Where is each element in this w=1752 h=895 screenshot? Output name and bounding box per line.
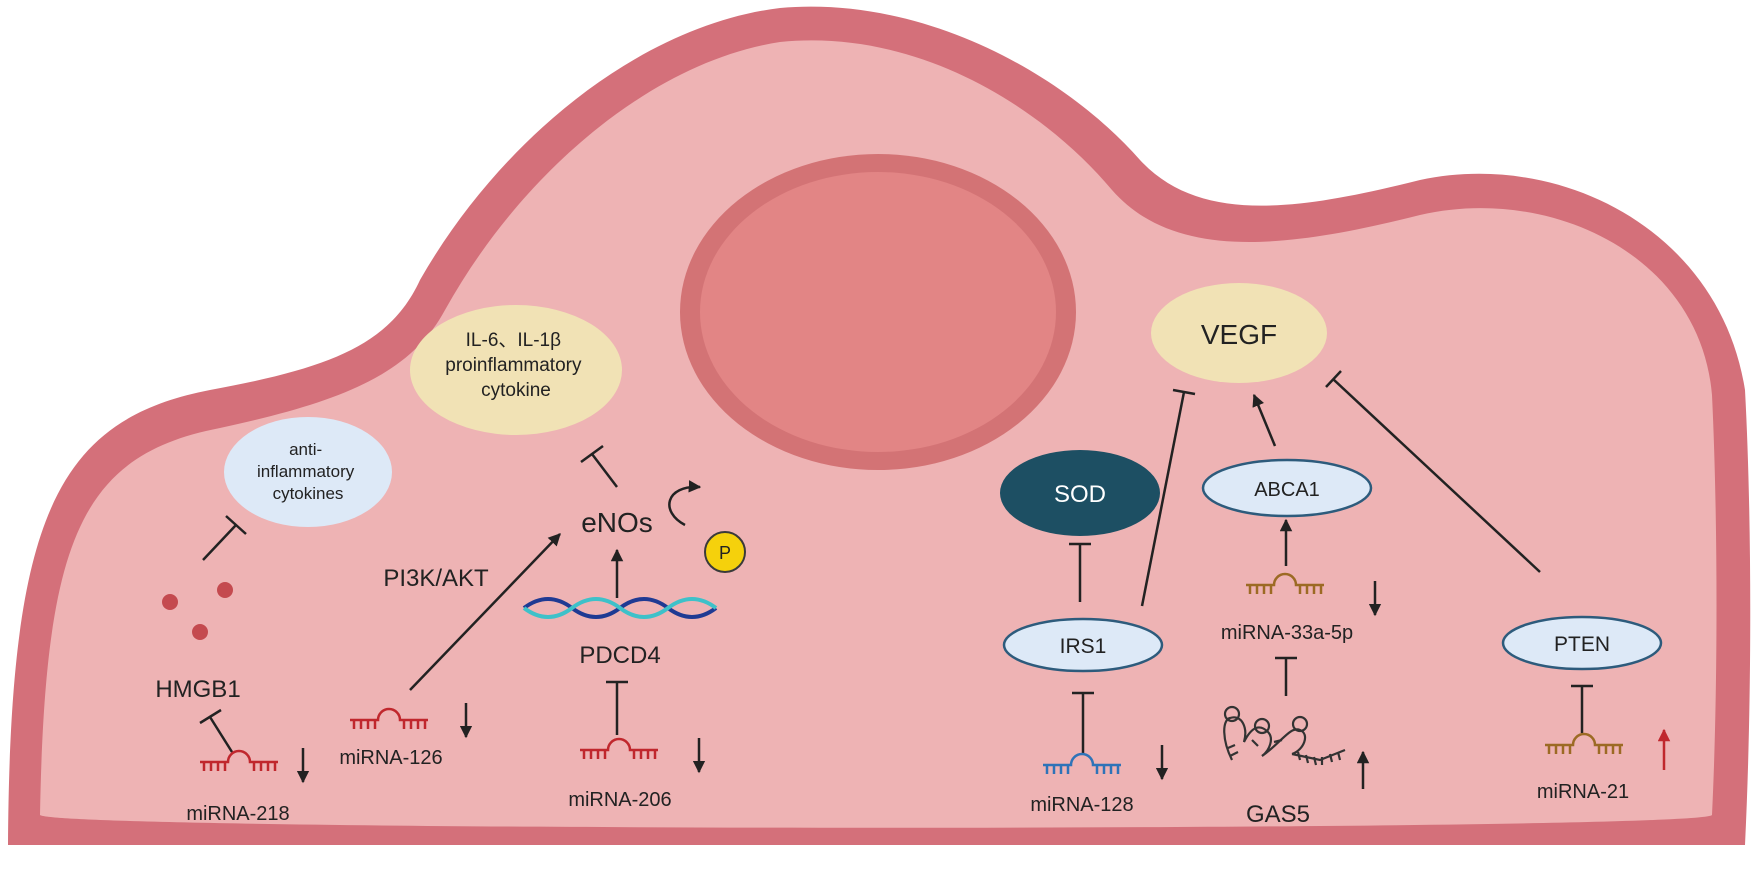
- irs1-node: [1002, 617, 1164, 673]
- hmgb1-dot: [217, 582, 233, 598]
- proinflammatory-line-1: IL-6、IL-1β: [466, 330, 561, 351]
- abca1-node: [1201, 458, 1373, 518]
- inhibit-pten-vegf: [1332, 378, 1541, 573]
- dna-helix-icon: [522, 597, 718, 619]
- mirna-126-icon: [350, 707, 428, 729]
- proinflammatory-line-2: proinflammatory: [445, 355, 582, 376]
- mirna-206-icon: [580, 737, 658, 759]
- mirna-33a-icon: [1246, 572, 1324, 594]
- inhibit-bar-hmgb1-anti: [225, 515, 247, 535]
- anti-inflammatory-cytokines-node: [224, 417, 392, 527]
- pdcd4-label: PDCD4: [579, 642, 660, 669]
- inhibit-hmgb1-anti: [202, 524, 237, 561]
- gas5-lncrna-icon: [1223, 705, 1346, 766]
- vegf-node: [1151, 283, 1327, 383]
- gas5-label: GAS5: [1246, 801, 1310, 828]
- sod-label: SOD: [1054, 481, 1106, 508]
- proinflammatory-cytokine-node: [410, 305, 622, 435]
- inhibit-bar-irs1-vegf: [1172, 388, 1196, 396]
- enos-label: eNOs: [581, 507, 653, 538]
- inhibit-m218-hmgb1: [208, 716, 234, 753]
- anti-inflammatory-line-2: inflammatory: [257, 462, 355, 481]
- hmgb1-label: HMGB1: [155, 676, 240, 703]
- pten-node: [1501, 615, 1663, 671]
- mirna-218-label: miRNA-218: [186, 803, 289, 825]
- vegf-label: VEGF: [1201, 319, 1277, 350]
- mirna-126-label: miRNA-126: [339, 747, 442, 769]
- mirna-206-label: miRNA-206: [568, 789, 671, 811]
- sod-node: [1000, 450, 1160, 536]
- phospho-label: P: [719, 543, 731, 563]
- inhibit-bar-m218-hmgb1: [199, 708, 222, 725]
- activate-abca1-vegf: [1252, 393, 1277, 447]
- phospho-node: [704, 531, 746, 573]
- inhibit-bar-enos-proinflammatory: [580, 444, 604, 464]
- mirna-21-icon: [1545, 732, 1623, 754]
- mirna-128-icon: [1043, 752, 1121, 774]
- anti-inflammatory-line-1: anti-: [289, 440, 322, 459]
- mirna-21-label: miRNA-21: [1537, 781, 1629, 803]
- mirna-128-label: miRNA-128: [1030, 794, 1133, 816]
- pi3k-akt-label: PI3K/AKT: [383, 565, 489, 592]
- inhibit-irs1-vegf: [1140, 391, 1186, 607]
- pten-label: PTEN: [1554, 633, 1610, 656]
- svg-text:IL-6、IL-1β proinflammatory: IL-6、IL-1β proinflammatory cytokine: [445, 330, 587, 401]
- hmgb1-dot: [192, 624, 208, 640]
- inhibit-enos-proinflammatory: [591, 453, 618, 488]
- activate-m126-enos: [409, 533, 561, 691]
- phosphorylation-arrow: [668, 480, 702, 527]
- inhibit-bar-pten-vegf: [1325, 370, 1342, 388]
- svg-text:anti- inflammatory cyt: anti- inflammatory cytokines: [257, 440, 359, 503]
- nucleus: [700, 172, 1056, 452]
- mirna-33a-label: miRNA-33a-5p: [1221, 622, 1353, 644]
- abca1-label: ABCA1: [1254, 479, 1320, 501]
- mirna-218-icon: [200, 749, 278, 771]
- proinflammatory-line-3: cytokine: [481, 380, 551, 401]
- anti-inflammatory-line-3: cytokines: [273, 484, 344, 503]
- hmgb1-dot: [162, 594, 178, 610]
- irs1-label: IRS1: [1060, 635, 1107, 658]
